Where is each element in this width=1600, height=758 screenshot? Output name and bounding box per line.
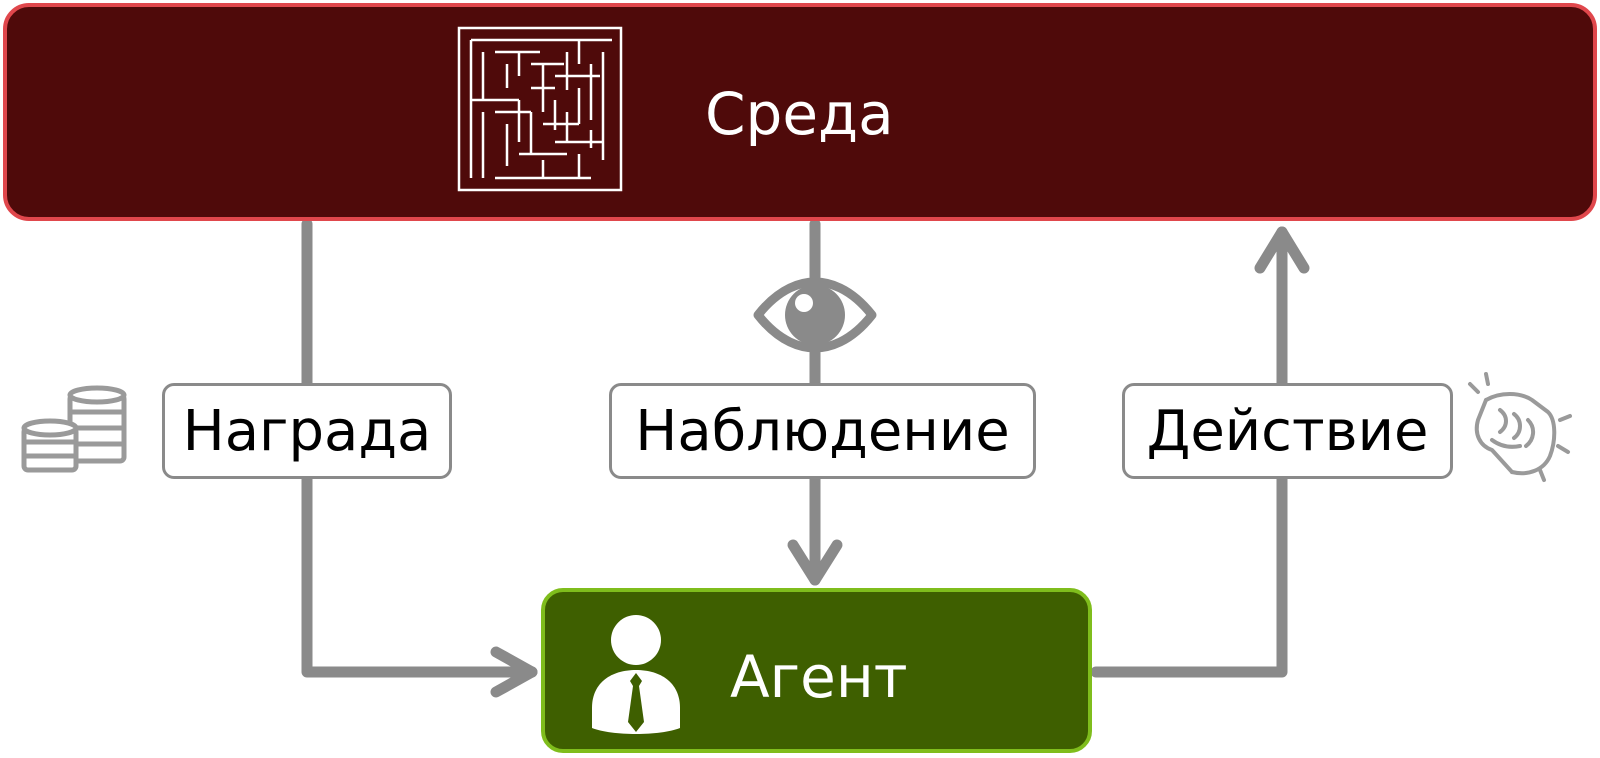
action-label-box: Действие [1122,383,1453,479]
environment-label: Среда [705,80,894,148]
reward-label-box: Награда [162,383,452,479]
action-arrowhead [1254,226,1310,274]
reward-arrowhead [490,646,538,698]
observation-arrowhead [787,539,843,586]
observation-label: Наблюдение [635,398,1010,464]
environment-box [3,3,1597,221]
action-arrow [1090,226,1288,678]
action-label: Действие [1146,398,1429,464]
observation-label-box: Наблюдение [609,383,1036,479]
agent-label: Агент [730,643,908,711]
reward-arrow [301,218,538,678]
reward-label: Награда [182,398,432,464]
